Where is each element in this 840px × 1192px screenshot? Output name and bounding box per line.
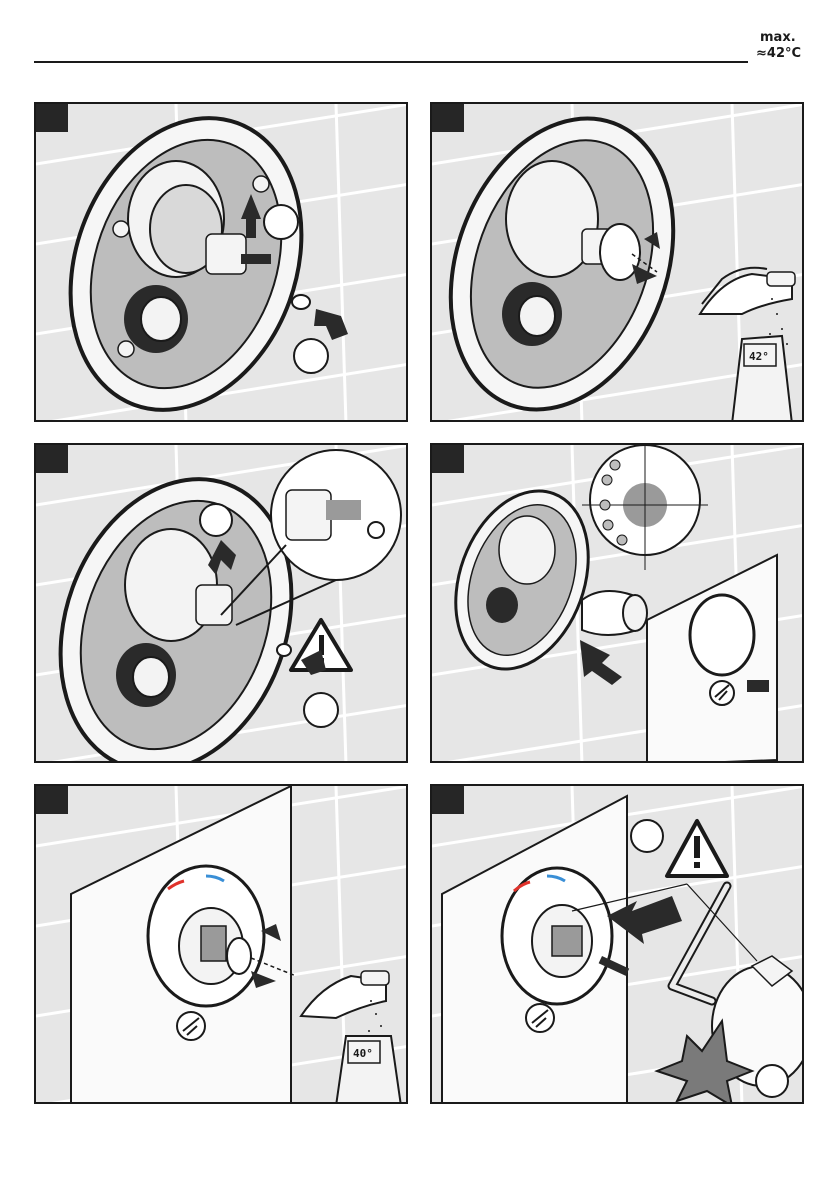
step-5-illustration: 40° [36,786,408,1104]
step-panel-2: 42° [430,102,804,422]
shower-icon [710,681,734,705]
step-number-box [36,786,68,814]
temperature-label: ≈42°C [756,46,836,62]
step-number-box [432,786,464,814]
step-number-box [36,445,68,473]
shower-icon [177,1012,205,1040]
step-1-illustration [36,104,408,422]
shower-icon [526,1004,554,1032]
thermometer-icon: 40° [336,1036,401,1104]
step-panel-3 [34,443,408,763]
max-label: max. [760,30,836,46]
step-4-illustration [432,445,804,763]
step-panel-4 [430,443,804,763]
step-number-box [432,445,464,473]
hand-shower-icon [301,971,389,1032]
step-panel-1 [34,102,408,422]
step-panel-5: 40° [34,784,408,1104]
step-2-illustration: 42° [432,104,804,422]
step-6-illustration [432,786,804,1104]
step-3-illustration [36,445,408,763]
thermometer-display: 40° [353,1047,373,1060]
step-number-box [432,104,464,132]
header-rule [34,61,748,63]
step-number-box [36,104,68,132]
step-panel-6 [430,784,804,1104]
thermometer-display: 42° [749,350,769,363]
allen-key-icon [672,886,727,1001]
max-temperature-label: max. ≈42°C [756,30,836,62]
thermometer-icon: 42° [732,336,792,422]
